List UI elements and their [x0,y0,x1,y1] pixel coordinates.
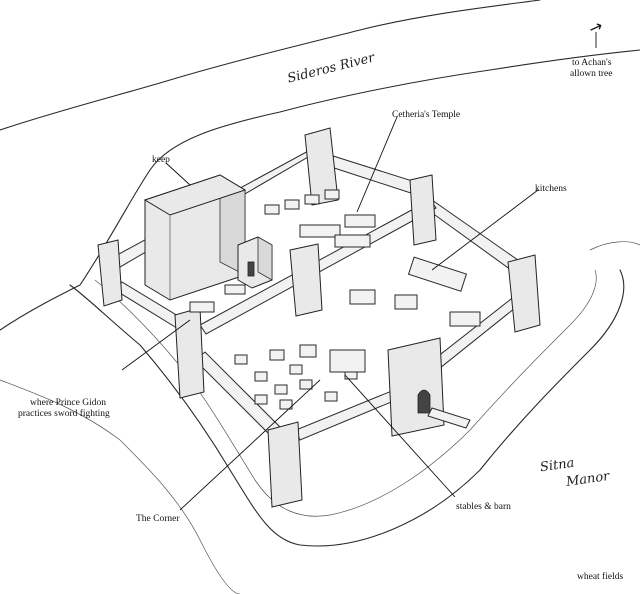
temple-tower [237,236,273,289]
north-note-line2: allown tree [570,69,613,79]
moat-outline [0,241,640,594]
keep [143,174,247,301]
corner-label: The Corner [136,514,180,524]
temple-label: Cetheria's Temple [392,110,461,120]
north-note-line1: to Achan's [572,58,612,68]
river [0,0,640,331]
leader-lines [121,32,597,511]
fields-label: wheat fields [577,572,624,582]
stables-label: stables & barn [456,502,511,512]
towers [97,127,541,508]
courtyard-buildings [189,189,481,410]
practice-label-line2: practices sword fighting [18,409,110,419]
bridge [427,407,471,429]
keep-label: keep [152,155,170,165]
kitchens-label: kitchens [535,184,567,194]
practice-label-line1: where Prince Gidon [30,398,106,408]
